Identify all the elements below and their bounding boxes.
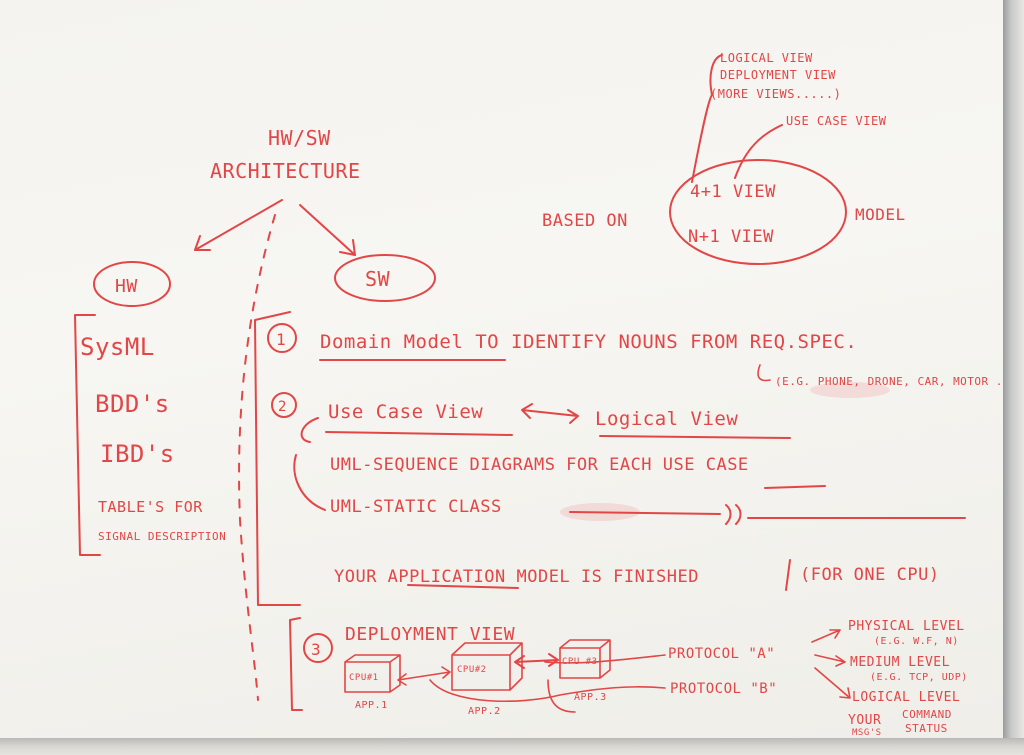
status-label: STATUS <box>905 722 948 735</box>
protocol-b-line <box>429 679 666 703</box>
app-3-label: APP.3 <box>574 692 607 703</box>
one-cpu-label: (FOR ONE CPU) <box>800 565 940 585</box>
use-case-link <box>734 124 783 179</box>
hw-item-bdds: BDD's <box>95 390 170 418</box>
sequence-arrow <box>300 417 319 443</box>
physical-level-example: (E.G. W.F, N) <box>874 636 959 647</box>
view-4-1: 4+1 VIEW <box>690 182 776 202</box>
arrow-to-hw-head <box>194 235 211 251</box>
step-1-text: Domain Model TO IDENTIFY NOUNS FROM REQ.… <box>320 331 857 353</box>
your-label: YOUR <box>848 713 881 728</box>
hw-tables-line-2: SIGNAL DESCRIPTION <box>98 530 226 543</box>
physical-level-label: PHYSICAL LEVEL <box>848 619 965 634</box>
bidirectional-arrow <box>521 403 579 424</box>
view-model-circle <box>669 159 847 265</box>
medium-level-example: (E.G. TCP, UDP) <box>870 672 968 683</box>
title-line-1: HW/SW <box>268 126 331 150</box>
each-underline <box>764 485 826 489</box>
use-case-view-underline <box>325 431 513 436</box>
arrow-physical <box>811 629 841 643</box>
static-class-arrow <box>293 454 326 511</box>
medium-level-label: MEDIUM LEVEL <box>850 655 950 670</box>
sw-bracket <box>254 311 301 606</box>
hw-circle <box>93 261 171 307</box>
step-1-example: (E.G. PHONE, DRONE, CAR, MOTOR ...) <box>775 375 1003 388</box>
sw-circle <box>334 254 436 302</box>
app-1-label: APP.1 <box>355 700 388 711</box>
finished-bar <box>785 559 791 591</box>
deployment-view-label: DEPLOYMENT VIEW <box>345 624 515 645</box>
hw-item-sysml: SysML <box>80 333 155 361</box>
whiteboard-surface <box>0 0 1003 738</box>
arrow-to-sw <box>299 204 356 256</box>
hw-tables-line-1: TABLE'S FOR <box>98 498 203 516</box>
step-3-circle <box>303 633 333 663</box>
title-line-2: ARCHITECTURE <box>210 159 361 183</box>
arrow-logical <box>814 667 851 699</box>
erased-smudge <box>810 382 890 398</box>
arrow-to-hw <box>194 199 283 251</box>
step-3-bracket <box>289 617 303 711</box>
logical-view-label: Logical View <box>595 408 738 430</box>
sw-label: SW <box>365 267 391 291</box>
cpu-1-label: CPU#1 <box>349 673 379 683</box>
views-list-1: LOGICAL VIEW <box>720 51 813 65</box>
cpu-1-2-link <box>397 666 451 686</box>
cpu-2-box <box>451 642 523 691</box>
protocol-a-line <box>544 654 666 664</box>
step-1-number: 1 <box>276 330 286 349</box>
hw-bracket <box>74 314 101 556</box>
command-label: COMMAND <box>902 708 952 721</box>
cpu-2-label: CPU#2 <box>457 665 487 675</box>
whiteboard-drawing: HW/SW ARCHITECTURE HW SysML BDD's IBD's … <box>74 51 1003 738</box>
cpu-1-box <box>344 654 401 693</box>
uml-static-class-label: UML-STATIC CLASS <box>330 497 502 517</box>
model-label: MODEL <box>855 205 906 224</box>
application-underline <box>407 584 519 589</box>
views-list-2: DEPLOYMENT VIEW <box>720 68 836 82</box>
view-n-1: N+1 VIEW <box>688 227 774 247</box>
views-brace <box>691 54 723 183</box>
cpu-2-3-link <box>514 653 559 669</box>
whiteboard-frame-right <box>1003 0 1024 755</box>
protocol-b-label: PROTOCOL "B" <box>670 681 777 697</box>
hw-label: HW <box>115 276 138 297</box>
step-2-number: 2 <box>278 399 287 415</box>
app-2-label: APP.2 <box>468 706 501 717</box>
finished-label: YOUR APPLICATION MODEL IS FINISHED <box>334 567 699 587</box>
arrow-to-sw-head <box>339 239 356 256</box>
static-class-line <box>569 504 966 525</box>
cpu-3-box <box>559 639 611 679</box>
step-3-number: 3 <box>311 640 321 659</box>
uml-sequence-label: UML-SEQUENCE DIAGRAMS FOR EACH USE CASE <box>330 455 749 475</box>
arrow-medium <box>814 654 846 667</box>
based-on-label: BASED ON <box>542 211 628 231</box>
example-arrow <box>757 364 771 382</box>
step-2-circle <box>271 392 297 418</box>
views-list-3: (MORE VIEWS.....) <box>710 87 841 101</box>
step-1-circle <box>267 323 297 353</box>
protocol-b-branch <box>547 679 576 713</box>
whiteboard-frame-bottom <box>0 738 1024 755</box>
logical-view-underline <box>599 435 791 439</box>
hw-sw-divider <box>238 214 276 701</box>
msgs-label: MSG'S <box>852 728 882 738</box>
protocol-a-label: PROTOCOL "A" <box>668 646 775 662</box>
hw-item-ibds: IBD's <box>100 440 175 468</box>
use-case-view-note: USE CASE VIEW <box>786 114 887 128</box>
logical-level-label: LOGICAL LEVEL <box>852 690 960 705</box>
use-case-view-label: Use Case View <box>328 401 483 423</box>
